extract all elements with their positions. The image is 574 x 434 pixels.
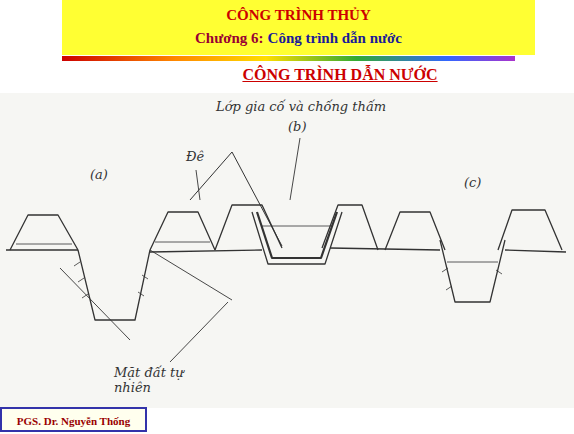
construction-line	[190, 152, 282, 246]
ground-line	[6, 248, 566, 252]
leader-line	[170, 302, 228, 362]
canal-section	[78, 250, 150, 320]
ground-note: Mặt đất tự nhiên	[112, 366, 212, 396]
water-line	[447, 262, 498, 263]
chapter-number: Chương 6:	[195, 30, 268, 46]
water-line	[262, 226, 333, 227]
levee	[10, 215, 78, 250]
leader-line	[196, 170, 200, 200]
water-line	[16, 242, 210, 244]
sketch-ground	[0, 93, 574, 408]
author-box: PGS. Dr. Nguyễn Thống	[0, 407, 147, 432]
lining-note: Lớp gia cố và chống thấm	[214, 100, 388, 115]
levee	[385, 212, 445, 250]
chapter-title: Công trình dẫn nước	[268, 30, 402, 46]
cross-sections	[6, 138, 566, 362]
course-title: CÔNG TRÌNH THỦY	[62, 0, 535, 28]
levee-label: Đê	[184, 150, 206, 165]
slide-title: CÔNG TRÌNH DẪN NƯỚC	[160, 66, 520, 84]
section-label: (c)	[462, 176, 483, 191]
section-label: (a)	[88, 168, 110, 183]
section-label: (b)	[286, 120, 308, 135]
levee	[150, 212, 215, 250]
levee	[322, 205, 378, 250]
header-band: CÔNG TRÌNH THỦY Chương 6:Công trình dẫn n…	[62, 0, 535, 55]
leader-line	[290, 138, 300, 200]
rainbow-rule	[62, 56, 515, 61]
canal-section	[440, 240, 505, 302]
canal-section	[252, 212, 342, 264]
slope-hatch	[74, 262, 502, 298]
author-name: PGS. Dr. Nguyễn Thống	[17, 415, 130, 427]
lining-layer	[257, 212, 337, 258]
levee	[498, 210, 562, 250]
